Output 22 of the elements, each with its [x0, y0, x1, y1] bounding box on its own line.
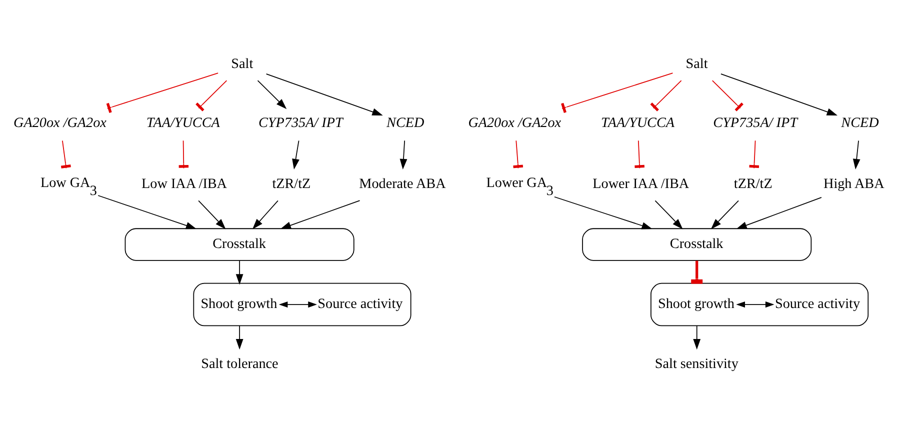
node-text: NCED — [386, 114, 424, 130]
node-text: NCED — [841, 114, 879, 130]
node-text: CYP735A/ IPT — [713, 114, 798, 130]
node-text: Low IAA /IBA — [142, 175, 227, 192]
node-text: tZR/tZ — [272, 175, 311, 192]
node-text: Source activity — [774, 295, 860, 312]
node-text: Salt sensitivity — [654, 355, 738, 372]
node-text: tZR/tZ — [734, 175, 772, 192]
node-text: High ABA — [824, 175, 884, 192]
node-text: TAA/YUCCA — [601, 114, 674, 130]
node-text: Source activity — [318, 295, 403, 312]
node-text: Shoot growth — [200, 295, 278, 312]
node-text: CYP735A/ IPT — [258, 114, 343, 130]
node-text: Shoot growth — [658, 295, 734, 312]
node-text: GA20ox /GA2ox — [14, 114, 106, 130]
node-text: Salt tolerance — [201, 355, 278, 372]
node-text: TAA/YUCCA — [146, 114, 220, 130]
node-text: GA20ox /GA2ox — [468, 114, 562, 130]
node-text: Lower IAA /IBA — [592, 175, 690, 192]
node-text: Salt — [231, 55, 254, 72]
node-text: Salt — [686, 55, 708, 72]
node-text: Moderate ABA — [359, 175, 446, 192]
